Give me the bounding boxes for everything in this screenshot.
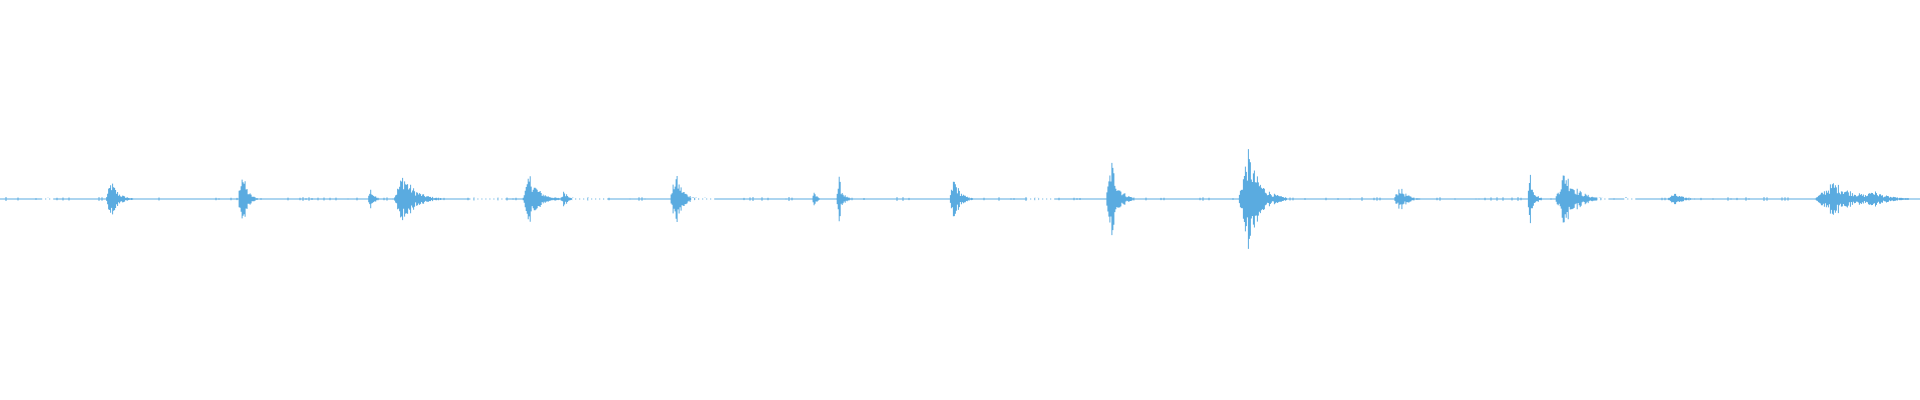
waveform-gap (502, 198, 506, 201)
waveform-gap (490, 198, 494, 201)
waveform-burst-path (238, 179, 258, 219)
waveform-burst (812, 192, 822, 206)
waveform-gap (1597, 198, 1601, 201)
waveform-gap (474, 198, 478, 201)
waveform-gap (596, 198, 600, 201)
waveform-gap (695, 198, 699, 201)
waveform-gap (691, 198, 695, 201)
waveform-gap (703, 198, 707, 201)
waveform-burst (1238, 149, 1287, 249)
waveform-gap (1624, 198, 1628, 201)
waveform-gap (576, 198, 580, 201)
waveform-gap (584, 198, 588, 201)
waveform-burst (1106, 162, 1135, 236)
waveform-burst-path (836, 176, 851, 222)
waveform-burst-path (368, 189, 382, 209)
waveform-burst (1862, 191, 1913, 207)
waveform-gap (1039, 198, 1043, 201)
waveform-gap (1051, 198, 1055, 201)
waveform-gap (1628, 198, 1632, 201)
waveform-gap (1043, 198, 1047, 201)
waveform-gap (470, 198, 474, 201)
waveform-burst (1527, 174, 1542, 224)
waveform-gaps (42, 198, 1636, 201)
waveform-gap (1047, 198, 1051, 201)
waveform-burst (1555, 175, 1604, 223)
waveform-burst-path (522, 176, 561, 222)
waveform-gap (1027, 198, 1031, 201)
waveform-gap (46, 198, 50, 201)
waveform-gap (572, 198, 576, 201)
waveform-burst-path (394, 177, 443, 221)
waveform-gap (699, 198, 703, 201)
waveform-gap (498, 198, 502, 201)
waveform-gap (588, 198, 592, 201)
waveform-gap (600, 198, 604, 201)
waveform-gap (1601, 198, 1605, 201)
waveform-burst (522, 176, 561, 222)
waveform-gap (50, 198, 54, 201)
waveform-gap (494, 198, 498, 201)
waveform-burst (238, 179, 258, 219)
waveform-gap (1632, 198, 1636, 201)
waveform-burst-path (812, 192, 822, 206)
waveform-gap (486, 198, 490, 201)
waveform-gap (42, 198, 46, 201)
waveform-gap (604, 198, 608, 201)
waveform-gap (592, 198, 596, 201)
waveform-gap (580, 198, 584, 201)
waveform-burst-path (1555, 175, 1604, 223)
waveform-burst-path (1527, 174, 1542, 224)
waveform-burst-path (106, 183, 134, 215)
waveform-gap (1035, 198, 1039, 201)
waveform-burst (1668, 193, 1696, 205)
waveform-gap (482, 198, 486, 201)
waveform-burst-path (1238, 149, 1287, 249)
waveform-burst (106, 183, 134, 215)
waveform-burst (836, 176, 851, 222)
waveform-burst (394, 177, 443, 221)
waveform-gap (478, 198, 482, 201)
waveform-burst-path (1862, 191, 1913, 207)
waveform-gap (1605, 198, 1609, 201)
waveform-burst-path (1106, 162, 1135, 236)
waveform-burst (368, 189, 382, 209)
waveform-gap (711, 198, 715, 201)
waveform-gap (1031, 198, 1035, 201)
waveform-gap (707, 198, 711, 201)
waveform-burst-path (1668, 193, 1696, 205)
